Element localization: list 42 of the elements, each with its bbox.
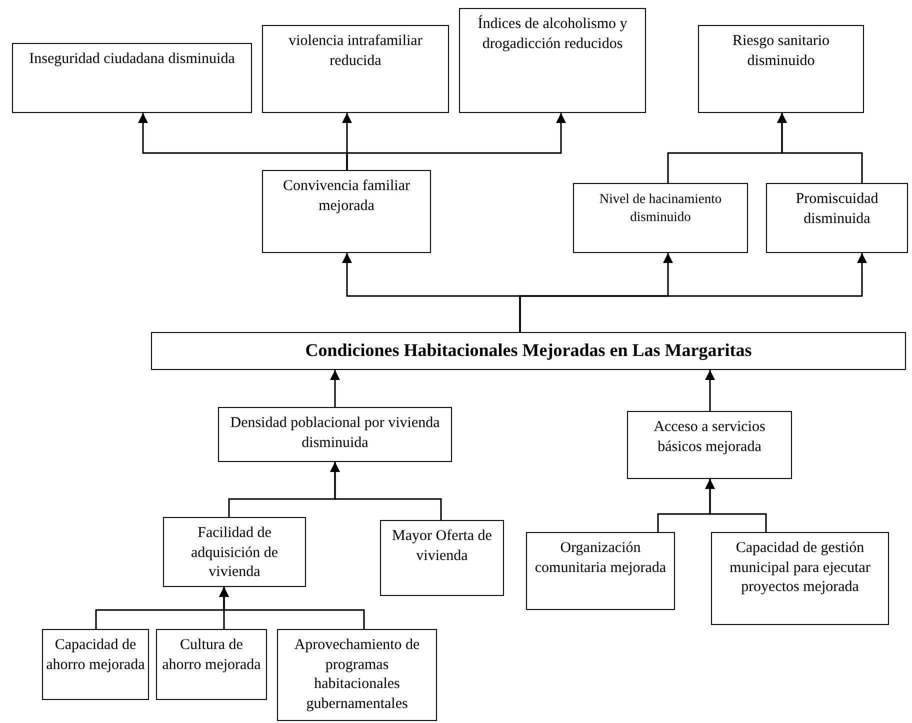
box-text: Acceso a servicios básicos mejorada (652, 418, 766, 456)
box-text: Aprovechamiento de programas habitacionales gubernamentales (293, 636, 421, 714)
box-text: Organización comunitaria mejorada (534, 539, 668, 578)
box-text: Nivel de hacinamiento disminuido (598, 190, 723, 226)
objective-box (156, 629, 267, 700)
box-text: Capacidad de gestión municipal para ejecutar proyectos mejorada (728, 539, 872, 597)
objective-box (766, 183, 908, 253)
arrow (219, 587, 365, 629)
objective-box (277, 629, 437, 721)
arrow (330, 462, 442, 520)
objective-box (526, 532, 675, 610)
goal-box (151, 332, 906, 370)
objective-box (262, 25, 449, 113)
box-text: Convivencia familiar mejorada (282, 177, 412, 216)
objective-box (218, 407, 452, 462)
arrow (330, 370, 340, 407)
objective-box (698, 25, 864, 113)
box-text: Riesgo sanitario disminuido (731, 32, 831, 70)
box-text: Condiciones Habitacionales Mejoradas en Las Margaritas (305, 339, 752, 362)
objective-box (163, 517, 306, 587)
arrow (705, 370, 715, 411)
box-text: Capacidad de ahorro mejorada (46, 636, 145, 674)
box-text: Mayor Oferta de vivienda (391, 527, 493, 566)
objective-box (711, 532, 889, 625)
box-text: Índices de alcoholismo y drogadicción reducidos (476, 15, 628, 54)
box-text: Cultura de ahorro mejorada (161, 636, 262, 674)
arrow (519, 253, 867, 332)
objective-box (380, 520, 504, 596)
objective-box (42, 629, 149, 700)
arrow (777, 113, 863, 183)
objective-box (573, 183, 748, 253)
box-text: Promiscuidad disminuida (794, 190, 880, 228)
objective-box (262, 170, 431, 253)
box-text: Inseguridad ciudadana disminuida (29, 50, 235, 69)
box-text: Facilidad de adquisición de vivienda (190, 524, 280, 582)
objective-box (459, 8, 646, 113)
arrow (346, 113, 566, 170)
objective-box (12, 43, 252, 113)
arrow (705, 479, 767, 532)
objective-box (627, 411, 792, 479)
box-text: violencia intrafamiliar reducida (288, 32, 424, 70)
box-text: Densidad poblacional por vivienda disminuida (229, 414, 441, 452)
